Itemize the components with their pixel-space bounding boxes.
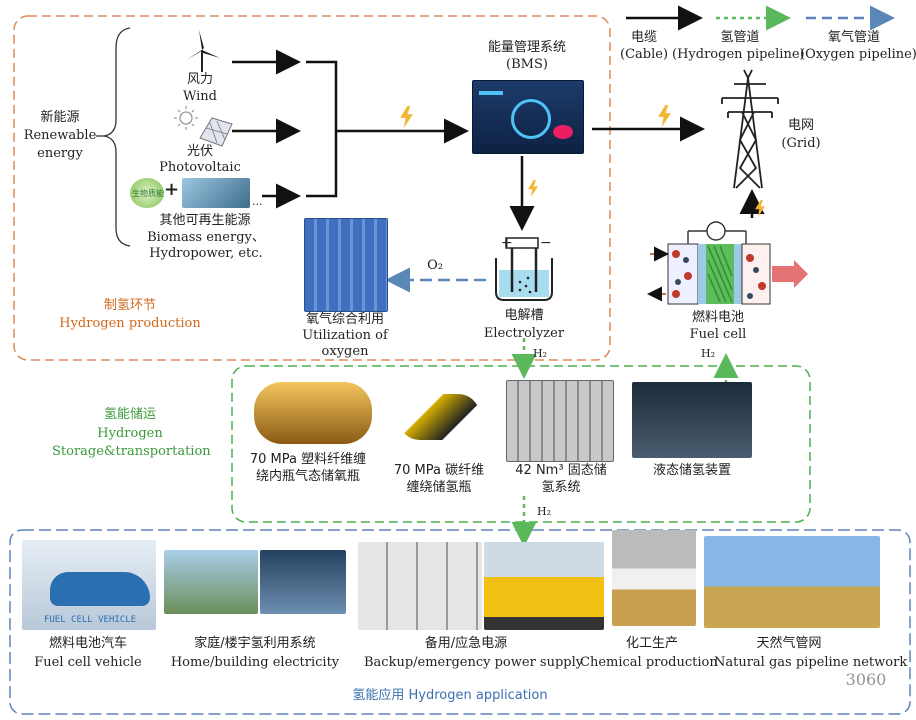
application-label-en: Backup/emergency power supply: [364, 655, 584, 670]
grid-tower-icon: [721, 69, 779, 189]
storage-en1: Hydrogen: [97, 426, 163, 441]
oxygen-cylinder-image: [304, 218, 388, 312]
fuel-cell-vehicle-image: FUEL CELL VEHICLE: [22, 540, 156, 630]
application-label-en: Fuel cell vehicle: [34, 655, 142, 670]
photovoltaic-icon: [174, 106, 233, 147]
liquid-storage-image: [632, 382, 752, 458]
other-zh: 其他可再生能源: [159, 213, 251, 228]
svg-text:−: −: [540, 235, 552, 251]
legend-cable-en: (Cable): [620, 47, 669, 62]
renewable-en2: energy: [37, 146, 83, 161]
storage-item-label: 缠绕储氢瓶: [406, 480, 472, 495]
grid-zh: 电网: [787, 118, 814, 133]
h2-label-electrolyzer: H₂: [532, 347, 547, 360]
fuel-cell-en: Fuel cell: [689, 327, 747, 342]
pv-en: Photovoltaic: [159, 160, 241, 175]
storage-item-label: 液态储氢装置: [652, 463, 731, 478]
o2-label: O₂: [427, 258, 443, 273]
wind-en: Wind: [183, 89, 217, 104]
application-section-label: 氢能应用 Hydrogen application: [330, 688, 570, 704]
plus-sign: +: [164, 179, 180, 200]
electrolyzer-icon: + −: [495, 235, 553, 301]
bolt-icon: [755, 200, 765, 217]
renewable-en1: Renewable: [23, 128, 97, 143]
bms-screen-image: [472, 80, 584, 154]
storage-en2: Storage&transportation: [52, 444, 211, 459]
bolt-icon: [400, 106, 413, 128]
legend-cable-zh: 电缆: [630, 30, 657, 45]
watermark: 3060: [845, 670, 887, 689]
biomass-badge-label: 生物质能: [132, 189, 164, 198]
legend-hydrogen-zh: 氢管道: [720, 30, 760, 45]
home-building-image: [164, 550, 258, 614]
fuel-cell-icon: [647, 221, 808, 305]
electrolyzer-en: Electrolyzer: [483, 326, 565, 341]
application-label-en: Natural gas pipeline network: [714, 655, 908, 670]
storage-item-label: 绕内瓶气态储氧瓶: [255, 469, 360, 484]
bms-en: (BMS): [506, 57, 548, 72]
combiner-line: [306, 60, 338, 198]
fuel-cell-zh: 燃料电池: [691, 310, 744, 325]
grid-en: (Grid): [781, 136, 821, 151]
chemical-plant-image: [612, 530, 696, 626]
production-en: Hydrogen production: [59, 316, 201, 331]
application-label-zh: 燃料电池汽车: [48, 636, 127, 651]
h2-label-fuelcell: H₂: [700, 347, 715, 360]
bolt-icon: [658, 105, 671, 127]
building-image: [260, 550, 346, 614]
other-en2: Hydropower, etc.: [149, 246, 263, 261]
other-en1: Biomass energy、: [147, 230, 265, 245]
oxygen-use-en2: oxygen: [321, 344, 369, 359]
storage-item-label: 70 MPa 碳纤维: [393, 463, 485, 478]
production-zh: 制氢环节: [103, 298, 156, 313]
application-label-zh: 化工生产: [625, 636, 678, 651]
production-section-box: [13, 15, 611, 361]
application-label-zh: 备用/应急电源: [424, 636, 508, 651]
oxygen-use-zh: 氧气综合利用: [305, 312, 384, 327]
electrolyzer-zh: 电解槽: [504, 308, 544, 323]
application-zh: 氢能应用: [352, 688, 405, 703]
application-section-box: [9, 529, 911, 715]
pipeline-image: [704, 536, 880, 628]
storage-item-label: 70 MPa 塑料纤维缠: [249, 452, 367, 467]
application-en: Hydrogen application: [408, 688, 548, 703]
application-label-zh: 家庭/楼宇氢利用系统: [194, 636, 316, 651]
storage-item-label: 42 Nm³ 固态储: [515, 463, 607, 478]
h2-label-storage: H₂: [536, 505, 551, 518]
bms-zh: 能量管理系统: [487, 40, 566, 55]
pv-zh: 光伏: [186, 144, 213, 159]
legend-hydrogen-en: (Hydrogen pipeline): [672, 47, 805, 62]
renewable-brace: [103, 27, 131, 247]
fcv-label: FUEL CELL VEHICLE: [43, 615, 137, 625]
storage-item-label: 氢系统: [541, 480, 581, 495]
biomass-badge: [130, 178, 164, 208]
application-label-en: Chemical production: [580, 655, 718, 670]
wind-turbine-icon: [186, 30, 220, 72]
legend-oxygen-en: (Oxygen pipeline): [800, 47, 916, 62]
svg-text:+: +: [501, 235, 513, 251]
other-ellipsis: ...: [252, 195, 263, 208]
storage-zh: 氢能储运: [103, 407, 156, 422]
wind-zh: 风力: [186, 72, 213, 87]
backup-cabinet-image: [358, 542, 482, 630]
solid-storage-image: [506, 380, 614, 462]
storage-cylinder-image: [254, 382, 372, 444]
renewable-zh: 新能源: [40, 110, 80, 125]
biomass-image: [182, 178, 250, 208]
application-label-en: Home/building electricity: [170, 655, 340, 670]
bolt-icon: [528, 180, 538, 197]
emergency-truck-image: [484, 542, 604, 630]
legend-oxygen-zh: 氧气管道: [827, 30, 880, 45]
oxygen-use-en1: Utilization of: [302, 328, 388, 343]
application-label-zh: 天然气管网: [756, 636, 822, 651]
carbon-bottle-image: [398, 394, 480, 440]
